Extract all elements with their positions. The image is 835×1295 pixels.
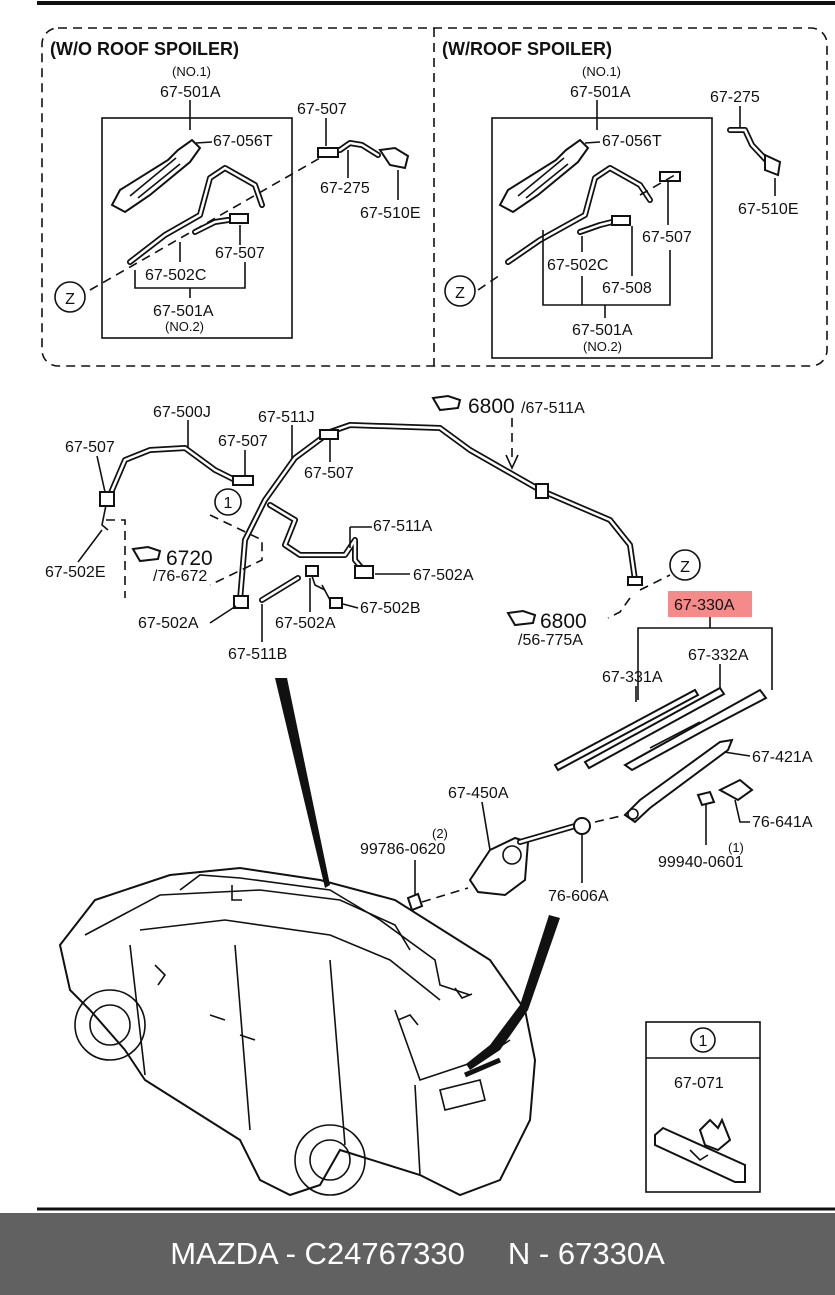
label-67-507-a: 67-507 <box>65 439 115 456</box>
label-67-501a-left-bottom: 67-501A <box>153 303 214 320</box>
with-spoiler-assembly: (NO.1) 67-501A 67-056T 67-507 67-502C 67… <box>444 64 799 359</box>
label-67-507-right-inner: 67-507 <box>642 229 692 246</box>
label-no2-right: (NO.2) <box>583 339 622 354</box>
label-67-071: 67-071 <box>674 1075 724 1092</box>
label-qty2: (2) <box>432 826 448 841</box>
label-67-502c-right: 67-502C <box>547 257 608 274</box>
label-67-502c-left: 67-502C <box>145 267 206 284</box>
label-67-330a: 67-330A <box>674 597 735 614</box>
ref-6720: 6720 <box>166 547 213 570</box>
marker-z-lower: Z <box>680 559 690 576</box>
ref-67-511a-top: /67-511A <box>521 400 585 417</box>
ref-76-672: /76-672 <box>153 568 207 585</box>
label-67-502a-left: 67-502A <box>138 615 199 632</box>
label-67-331a: 67-331A <box>602 669 663 686</box>
label-qty1: (1) <box>728 840 744 855</box>
marker-z-left: Z <box>65 291 75 308</box>
marker-z-right: Z <box>455 285 465 302</box>
label-76-641a: 76-641A <box>752 814 813 831</box>
label-99786-0620: 99786-0620 <box>360 841 446 858</box>
ref-6800-top: 6800 <box>468 395 515 418</box>
label-no2-left: (NO.2) <box>165 319 204 334</box>
label-no1-right: (NO.1) <box>582 64 621 79</box>
label-67-507-b: 67-507 <box>218 433 268 450</box>
label-67-507-c: 67-507 <box>304 465 354 482</box>
detail-box-67-071: 1 67-071 <box>645 1021 761 1193</box>
no-spoiler-assembly: (NO.1) 67-501A 67-056T 67-507 67-502C 67… <box>54 64 421 339</box>
label-67-501a-right-bottom: 67-501A <box>572 322 633 339</box>
label-67-502e: 67-502E <box>45 564 106 581</box>
label-67-507-left-outer: 67-507 <box>297 101 347 118</box>
label-67-450a: 67-450A <box>448 785 509 802</box>
section-heading-with-spoiler: (W/ROOF SPOILER) <box>442 39 612 59</box>
label-67-056t-right: 67-056T <box>602 133 662 150</box>
label-67-275-right: 67-275 <box>710 89 760 106</box>
label-no1-left: (NO.1) <box>172 64 211 79</box>
label-99940-0601: 99940-0601 <box>658 854 744 871</box>
label-67-501a-right-top: 67-501A <box>570 84 631 101</box>
vehicle-illustration <box>58 866 537 1197</box>
label-67-510e-right: 67-510E <box>738 201 799 218</box>
label-67-500j: 67-500J <box>153 404 211 421</box>
wiper-assembly: 67-330A 67-332A 67-331A 67-421A 76-641A … <box>360 591 813 912</box>
label-67-510e-left: 67-510E <box>360 205 421 222</box>
label-67-511j: 67-511J <box>258 409 315 426</box>
ref-6800-lower: 6800 <box>540 610 587 633</box>
label-67-332a: 67-332A <box>688 647 749 664</box>
label-67-501a-left-top: 67-501A <box>160 84 221 101</box>
label-67-056t-left: 67-056T <box>213 133 273 150</box>
ref-56-775a: /56-775A <box>518 632 583 649</box>
label-67-511b: 67-511B <box>228 646 287 663</box>
detail-circle-1: 1 <box>699 1033 708 1050</box>
pointer-arrow-tailgate <box>466 915 560 1070</box>
label-67-502a-right: 67-502A <box>413 567 474 584</box>
label-67-421a: 67-421A <box>752 749 813 766</box>
footer-text: MAZDA - C24767330 N - 67330A <box>170 1236 665 1271</box>
label-76-606a: 76-606A <box>548 888 609 905</box>
label-67-508-right: 67-508 <box>602 280 652 297</box>
section-heading-no-spoiler: (W/O ROOF SPOILER) <box>50 39 239 59</box>
label-67-275-left: 67-275 <box>320 180 370 197</box>
hose-routing: 67-500J 67-507 67-507 67-502E 67-511J 67… <box>45 394 701 663</box>
footer-banner: MAZDA - C24767330 N - 67330A <box>0 1213 835 1295</box>
label-67-502a-mid: 67-502A <box>275 615 336 632</box>
pointer-arrow-roof <box>275 678 330 888</box>
label-67-511a-mid: 67-511A <box>373 518 433 535</box>
highlight-67-330a <box>668 591 752 617</box>
marker-circle-1: 1 <box>224 495 233 512</box>
label-67-502b: 67-502B <box>360 600 421 617</box>
label-67-507-left-inner: 67-507 <box>215 245 265 262</box>
